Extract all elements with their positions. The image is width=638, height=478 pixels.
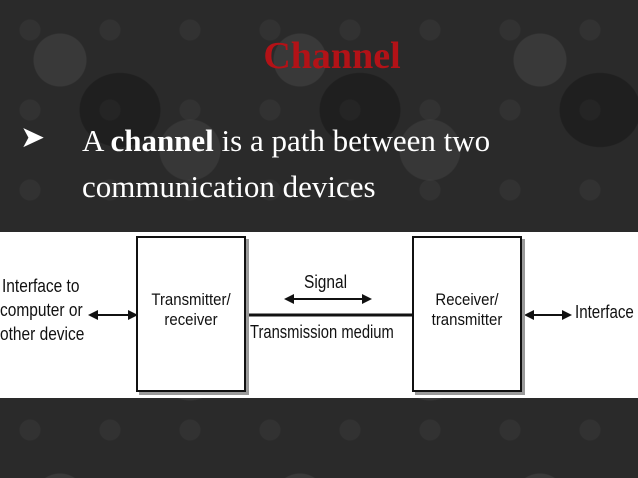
signal-arrowhead-right	[362, 294, 372, 304]
bullet-bold-term: channel	[110, 123, 214, 158]
left-arrowhead-right	[128, 310, 138, 320]
box2-line1: Receiver/	[435, 290, 499, 309]
left-interface-label-line2: computer or	[0, 300, 83, 320]
receiver-transmitter-label: Receiver/ transmitter	[420, 290, 513, 330]
left-interface-label-line1: Interface to	[2, 276, 80, 296]
right-interface-label: Interface	[575, 302, 634, 322]
bullet-text: A channel is a path between two communic…	[82, 118, 622, 210]
left-arrowhead-left	[88, 310, 98, 320]
right-arrowhead-right	[562, 310, 572, 320]
diagram-connectors	[88, 294, 572, 320]
box1-line1: Transmitter/	[151, 290, 231, 309]
transmitter-receiver-box: Transmitter/ receiver	[136, 236, 246, 392]
arrow-bullet-icon: ➤	[20, 121, 46, 154]
bullet-suffix: is a path between two communication devi…	[82, 123, 491, 204]
signal-arrowhead-left	[284, 294, 294, 304]
left-interface-label-line3: other device	[0, 324, 85, 344]
bullet-prefix: A	[82, 123, 111, 158]
channel-diagram: Interface to computer or other device Tr…	[0, 232, 638, 398]
right-arrowhead-left	[524, 310, 534, 320]
box1-line2: receiver	[164, 310, 218, 329]
signal-label: Signal	[304, 272, 348, 292]
transmitter-receiver-label: Transmitter/ receiver	[144, 290, 237, 330]
box2-line2: transmitter	[431, 310, 503, 329]
slide-title: Channel	[263, 35, 401, 77]
transmission-medium-label: Transmission medium	[250, 322, 394, 342]
receiver-transmitter-box: Receiver/ transmitter	[412, 236, 522, 392]
